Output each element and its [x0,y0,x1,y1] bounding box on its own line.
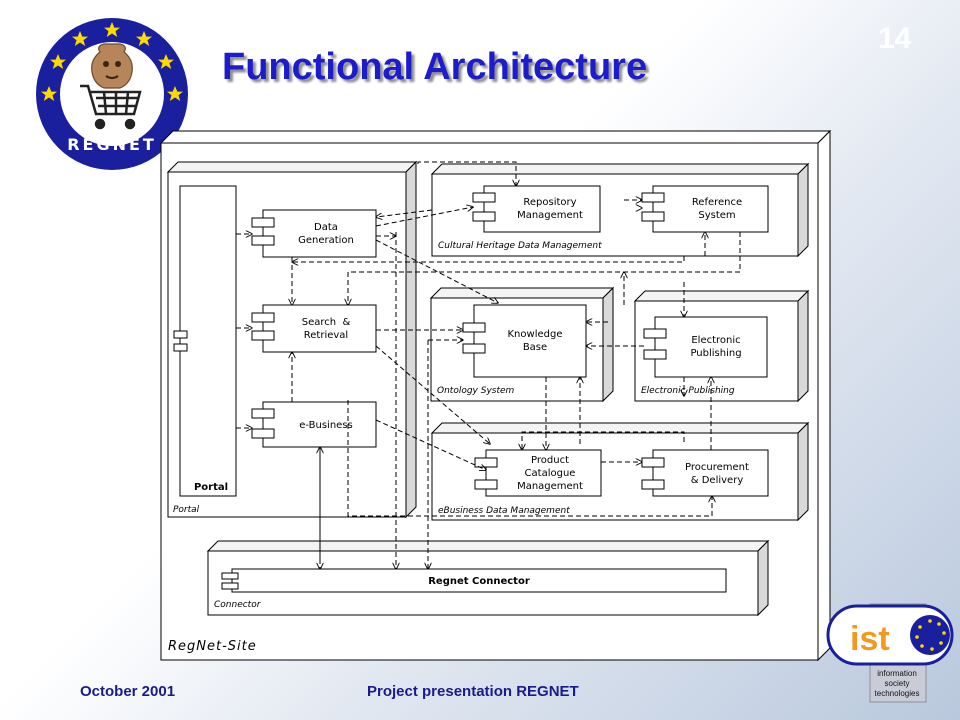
svg-text:technologies: technologies [875,689,920,698]
electronic-publishing-component: Electronic Publishing [643,316,768,378]
svg-text:Catalogue: Catalogue [525,468,576,479]
svg-text:Procurement: Procurement [685,462,749,473]
svg-text:Knowledge: Knowledge [508,329,563,340]
eu-stars-icon [915,619,946,651]
slide-title: Functional Architecture [222,46,648,88]
portal-package-label: Portal [173,505,200,515]
ist-wordmark: ist [850,620,890,658]
shopping-cart-icon [80,84,142,130]
regnet-wordmark: REGNET [67,135,157,154]
connector-package-label: Connector [214,600,262,610]
svg-text:Management: Management [517,210,583,221]
ebusiness-component: e-Business [251,401,377,448]
svg-text:& Delivery: & Delivery [691,475,744,486]
svg-text:Publishing: Publishing [690,348,741,359]
svg-text:Search &: Search & [302,317,351,328]
svg-text:Retrieval: Retrieval [304,330,348,341]
svg-text:Product: Product [531,455,569,466]
dependency-arrows [236,161,741,569]
ebusiness-data-package-label: eBusiness Data Management [438,506,570,516]
electronic-publishing-package-label: Electronic Publishing [641,386,735,396]
knowledge-base-component: Knowledge Base [462,304,587,378]
svg-text:information: information [877,669,917,678]
svg-text:e-Business: e-Business [299,420,353,431]
svg-text:Reference: Reference [692,197,742,208]
svg-text:Management: Management [517,481,583,492]
svg-text:Repository: Repository [523,197,576,208]
portal-component: Portal [173,185,237,497]
portal-component-label: Portal [194,482,228,493]
ontology-system-package-label: Ontology System [437,386,515,396]
ist-logo: ist information society technologies [826,603,954,703]
page-number: 14 [878,22,912,55]
footer-date: October 2001 [80,683,176,700]
regnet-connector-component: Regnet Connector [221,568,727,593]
svg-text:Base: Base [523,342,547,353]
svg-text:System: System [698,210,735,221]
svg-text:Data: Data [314,222,338,233]
regnet-logo: REGNET [36,18,188,170]
svg-text:Generation: Generation [298,235,354,246]
cultural-heritage-package-label: Cultural Heritage Data Management [438,241,602,251]
svg-text:Electronic: Electronic [691,335,740,346]
regnet-site-label: RegNet-Site [168,639,257,654]
footer-project: Project presentation REGNET [367,683,579,700]
amphora-icon [91,43,133,89]
data-generation-component: Data Generation [251,209,377,258]
search-retrieval-component: Search & Retrieval [251,304,377,353]
svg-text:society: society [885,679,910,688]
product-catalogue-component: Product Catalogue Management [474,449,602,497]
svg-text:Regnet Connector: Regnet Connector [428,576,530,587]
reference-system-component: Reference System [641,185,769,233]
repository-management-component: Repository Management [472,185,601,233]
procurement-delivery-component: Procurement & Delivery [641,449,769,497]
